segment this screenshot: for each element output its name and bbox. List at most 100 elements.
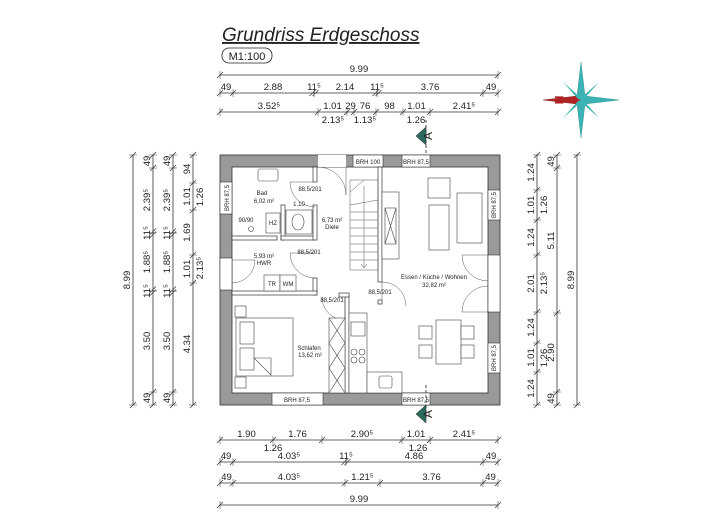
living-furniture bbox=[348, 177, 483, 394]
dimension-tick bbox=[149, 286, 157, 293]
dimension-label: 1.01 bbox=[323, 101, 342, 112]
dimension-label: 1.88⁵ bbox=[162, 251, 173, 273]
dimension-label: 49 bbox=[486, 82, 497, 93]
dimension-label: 2.39⁵ bbox=[162, 189, 173, 211]
dimension-label: 49 bbox=[485, 472, 496, 483]
entrance-opening bbox=[219, 257, 233, 291]
bathroom-fixtures bbox=[248, 168, 313, 292]
dimension-label: 1.26 bbox=[195, 188, 206, 207]
dimension-label: 1.24 bbox=[526, 379, 537, 398]
dimension-label: 2.13⁵ bbox=[539, 272, 550, 294]
dimension-label: 49 bbox=[546, 156, 557, 167]
window-label-brh100: BRH 100 bbox=[356, 160, 381, 166]
dimension-label: 2.13⁵ bbox=[322, 115, 344, 126]
window-label-bottom-kitchen: BRH 87,5 bbox=[403, 398, 430, 404]
dimension-label: 2.14 bbox=[336, 82, 355, 93]
heating-label: HZ bbox=[269, 221, 277, 227]
dimension-label: 49 bbox=[142, 156, 153, 167]
dimension-tick bbox=[169, 289, 177, 296]
dimension-label: 1.01 bbox=[407, 429, 426, 440]
dimension-label: 4.03⁵ bbox=[278, 451, 300, 462]
heating-box bbox=[265, 212, 281, 234]
dimension-label: 3.76 bbox=[422, 472, 441, 483]
window-label-bottom-bedroom: BRH 87,5 bbox=[284, 398, 311, 404]
dimension-label: 11⁵ bbox=[339, 451, 353, 462]
dimension-label: 49 bbox=[486, 451, 497, 462]
window-label-right-top: BRH 87,5 bbox=[492, 191, 498, 218]
room-name-wohnen: Essen / Küche / Wohnen bbox=[401, 275, 467, 281]
window-label-right-bottom: BRH 87,5 bbox=[492, 344, 498, 371]
dimension-label: 1.88⁵ bbox=[142, 251, 153, 273]
dimension-label: 2.13⁵ bbox=[195, 257, 206, 279]
scale-label: M1:100 bbox=[229, 51, 266, 63]
dimension-label: 4.03⁵ bbox=[278, 472, 300, 483]
dimension-label: 5.11 bbox=[546, 232, 557, 250]
dimension-tick bbox=[312, 89, 319, 97]
dimension-label: 11⁵ bbox=[307, 82, 321, 93]
dimension-label: 1.76 bbox=[288, 429, 307, 440]
dimension-label: 3.50 bbox=[142, 332, 153, 351]
dimension-label: 2.01 bbox=[526, 274, 537, 293]
dimension-tick bbox=[372, 89, 379, 97]
shower-label: 90/90 bbox=[238, 218, 254, 224]
dimension-label: 1.26 bbox=[409, 443, 428, 454]
room-name-hwr: HWR bbox=[257, 261, 272, 267]
windows bbox=[219, 154, 501, 406]
dimension-label: 1.24 bbox=[526, 228, 537, 247]
dimension-label: 1.01 bbox=[526, 348, 537, 367]
section-label-bottom: A bbox=[421, 410, 435, 418]
dimension-label: 3.76 bbox=[421, 82, 440, 93]
dimension-label: 49 bbox=[221, 82, 232, 93]
room-area-wohnen: 32,82 m² bbox=[422, 283, 446, 289]
dimension-label: 4.34 bbox=[182, 335, 193, 354]
window-top-living bbox=[401, 154, 431, 168]
wc-width-label: 1.10 bbox=[293, 202, 305, 208]
armchair bbox=[427, 177, 451, 199]
dimension-label: 76 bbox=[360, 101, 371, 112]
dimension-label: 49 bbox=[162, 156, 173, 167]
door-label-schlafen: 88,5/201 bbox=[320, 298, 344, 304]
dimension-tick bbox=[344, 458, 351, 466]
dimension-tick bbox=[375, 89, 382, 97]
dimension-label: 1.69 bbox=[182, 223, 193, 242]
entry-door-opening bbox=[318, 155, 346, 167]
room-name-schlafen: Schlafen bbox=[297, 346, 320, 352]
door-label-wohnen: 88,5/201 bbox=[368, 290, 392, 296]
dimension-label: 1.26 bbox=[407, 115, 426, 126]
terrace-door-opening bbox=[487, 254, 501, 313]
dimension-label: 2.39⁵ bbox=[142, 189, 153, 211]
room-area-diele: 6,73 m² bbox=[322, 218, 342, 224]
scale-badge bbox=[221, 47, 273, 64]
dimension-label: 8.99 bbox=[566, 271, 577, 290]
dimension-label: 1.24 bbox=[526, 318, 537, 337]
dimension-label: 2.90⁵ bbox=[351, 429, 373, 440]
bedroom-furniture bbox=[234, 305, 346, 394]
window-top-stair bbox=[352, 154, 384, 168]
dimension-tick bbox=[149, 228, 157, 235]
dimension-label: 2.88 bbox=[264, 82, 283, 93]
window-right-top bbox=[487, 189, 501, 221]
plan-title: Grundriss Erdgeschoss bbox=[222, 25, 420, 46]
section-marker-bottom: A bbox=[415, 385, 435, 424]
room-area-schlafen: 13,62 m² bbox=[298, 353, 322, 359]
dimension-label: 49 bbox=[221, 472, 232, 483]
window-label-top-living: BRH 87,5 bbox=[403, 160, 430, 166]
room-area-bad: 6,02 m² bbox=[254, 199, 274, 205]
window-right-bottom bbox=[487, 342, 501, 374]
section-label-top: A bbox=[421, 132, 435, 140]
dimension-label: 4.86 bbox=[405, 451, 424, 462]
dimension-label: 1.90 bbox=[237, 429, 256, 440]
window-bottom-bedroom bbox=[271, 392, 324, 406]
washer-label: WM bbox=[283, 282, 294, 288]
door-label-entry: 88,5/201 bbox=[298, 187, 322, 193]
dimension-tick bbox=[169, 286, 177, 293]
dimension-label: 1.21⁵ bbox=[351, 472, 373, 483]
dimension-label: 11⁵ bbox=[142, 226, 153, 240]
coffee-table bbox=[428, 204, 450, 251]
dimension-label: 29 bbox=[345, 101, 356, 112]
room-name-diele: Diele bbox=[325, 225, 339, 231]
dining-table bbox=[435, 319, 462, 365]
dimension-label: 1.26 bbox=[264, 443, 283, 454]
